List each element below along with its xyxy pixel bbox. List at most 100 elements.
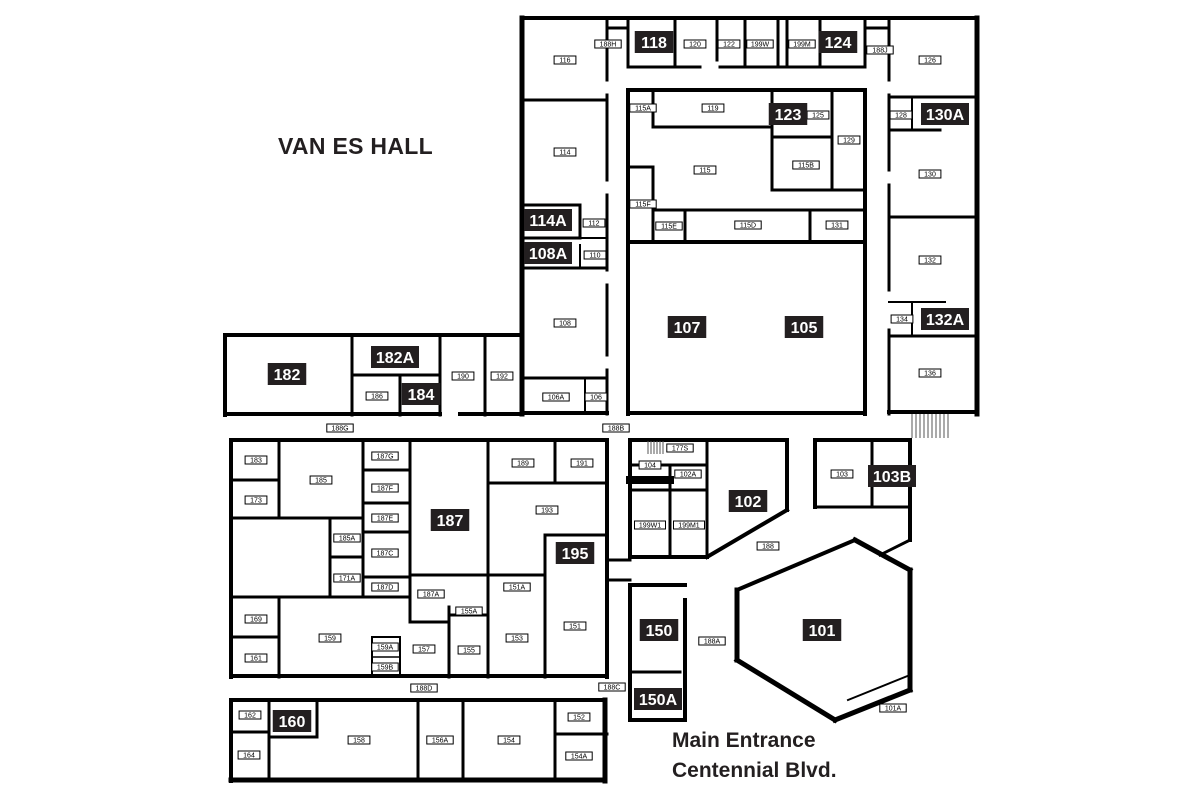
room-label-box <box>918 169 942 179</box>
room-label-highlighted: 114A <box>524 209 572 231</box>
room-number: 184 <box>408 387 435 404</box>
room-label-highlighted: 195 <box>555 542 595 564</box>
room-label-highlighted: 150A <box>634 688 682 710</box>
room-number: 103 <box>836 472 848 479</box>
room-label-box <box>490 371 514 381</box>
room-number: 153 <box>511 636 523 643</box>
room-number: 188H <box>600 42 617 49</box>
room-label-box <box>768 103 808 125</box>
room-number: 126 <box>924 58 936 65</box>
room-number: 104 <box>644 463 656 470</box>
room-number: 187 <box>437 513 464 530</box>
room-number: 159B <box>377 665 394 672</box>
room-label: 115F <box>629 199 657 209</box>
room-label: 104 <box>638 460 662 470</box>
room-number: 159A <box>377 645 394 652</box>
room-number: 151A <box>509 585 526 592</box>
room-number: 130A <box>926 107 965 124</box>
room-label: 187D <box>371 582 399 592</box>
room-label: 187A <box>417 589 445 599</box>
room-number: 114 <box>559 150 570 157</box>
room-label: 152 <box>567 712 591 722</box>
room-label-highlighted: 107 <box>667 316 707 338</box>
room-label-box <box>866 45 894 55</box>
room-number: 151 <box>569 624 581 631</box>
room-label-box <box>728 490 768 512</box>
room-number: 101 <box>809 623 836 640</box>
room-label: 191 <box>570 458 594 468</box>
room-number: 108A <box>529 246 568 263</box>
room-number: 187C <box>377 551 394 558</box>
room-number: 190 <box>457 374 469 381</box>
room-label-box <box>237 750 261 760</box>
room-number: 114A <box>529 213 567 230</box>
room-label-box <box>326 423 354 433</box>
room-label: 154A <box>565 751 593 761</box>
room-label-box <box>879 703 907 713</box>
room-label-box <box>347 735 371 745</box>
room-label: 173 <box>244 495 268 505</box>
room-number: 188A <box>704 639 721 646</box>
room-label: 103 <box>830 469 854 479</box>
room-number: 115B <box>798 163 814 170</box>
room-number: 193 <box>541 508 553 515</box>
room-number: 125 <box>812 113 824 120</box>
room-label-box <box>244 614 268 624</box>
room-label-box <box>318 633 342 643</box>
room-label: 126 <box>918 55 942 65</box>
room-label-box <box>412 644 436 654</box>
room-label: 187C <box>371 548 399 558</box>
room-label: 190 <box>451 371 475 381</box>
room-label-box <box>634 688 682 710</box>
room-number: 188B <box>608 426 625 433</box>
room-label-box <box>244 495 268 505</box>
room-label: 128 <box>889 110 913 120</box>
room-label-box <box>655 221 683 231</box>
room-label: 188C <box>598 682 626 692</box>
room-number: 188 <box>762 544 774 551</box>
room-label-box <box>272 710 312 732</box>
room-number: 115E <box>661 224 677 231</box>
room-label: 169 <box>244 614 268 624</box>
room-number: 110 <box>589 253 600 260</box>
room-label: 199M <box>788 39 816 49</box>
room-label-box <box>430 509 470 531</box>
room-label-box <box>583 250 607 260</box>
wall <box>704 507 790 560</box>
room-label-box <box>918 368 942 378</box>
room-label-box <box>503 582 531 592</box>
room-number: 154 <box>503 738 515 745</box>
room-number: 150A <box>639 692 678 709</box>
room-number: 115A <box>635 106 651 113</box>
room-label-box <box>792 160 820 170</box>
room-label: 129 <box>837 135 861 145</box>
room-label-box <box>410 683 438 693</box>
room-label: 134 <box>890 314 914 324</box>
room-label: 151 <box>563 621 587 631</box>
room-label: 112 <box>582 218 606 228</box>
room-label: 188H <box>594 39 622 49</box>
room-number: 188G <box>331 426 348 433</box>
room-label-box <box>698 636 726 646</box>
room-label-box <box>683 39 707 49</box>
room-label: 115 <box>693 165 717 175</box>
room-label: 159A <box>371 642 399 652</box>
room-label-box <box>511 458 535 468</box>
room-label-box <box>371 548 399 558</box>
room-number: 189 <box>517 461 529 468</box>
room-number: 107 <box>674 320 701 337</box>
room-number: 152 <box>573 715 585 722</box>
room-label-box <box>371 642 399 652</box>
room-label-box <box>889 110 913 120</box>
room-label: 151A <box>503 582 531 592</box>
room-label: 132 <box>918 255 942 265</box>
room-label: 183 <box>244 455 268 465</box>
room-label-box <box>717 39 741 49</box>
room-number: 155 <box>463 648 475 655</box>
room-label-highlighted: 118 <box>634 31 674 53</box>
walls <box>223 15 980 784</box>
room-label-box <box>674 469 702 479</box>
room-number: 123 <box>775 107 802 124</box>
room-number: 185 <box>315 478 327 485</box>
